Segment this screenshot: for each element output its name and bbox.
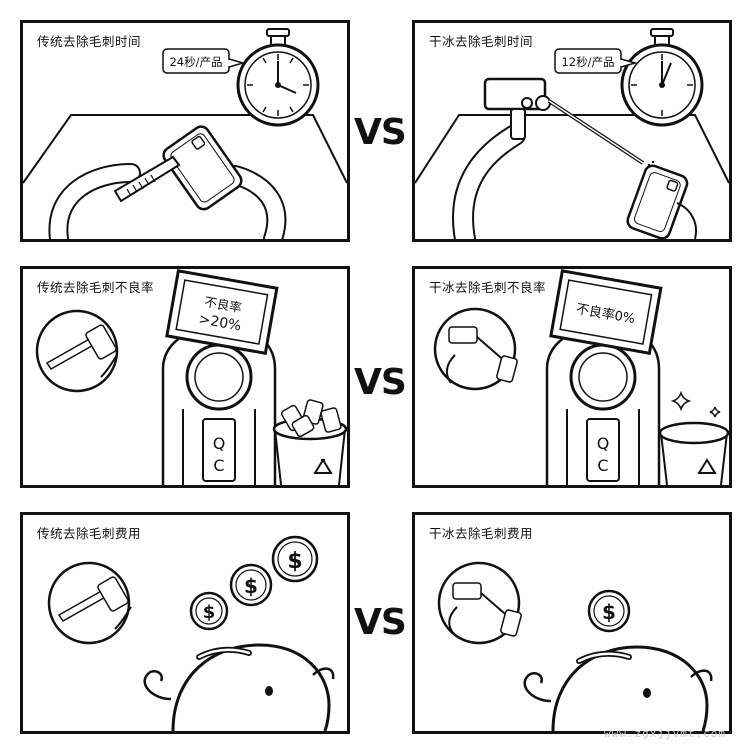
dollar-coin-icon: $ xyxy=(189,591,229,631)
vs-label: VS xyxy=(354,602,407,643)
stopwatch-icon xyxy=(236,28,320,127)
dryice-time-illustration: 12秒/产品 xyxy=(415,28,729,239)
recycle-icon xyxy=(697,458,717,474)
phone-case-icon xyxy=(162,125,243,211)
phone-case-icon xyxy=(626,164,689,239)
piggy-bank-icon xyxy=(523,645,713,731)
dry-ice-gun-icon xyxy=(483,77,659,176)
time-bubble-text: 12秒/产品 xyxy=(561,55,614,69)
panel-title: 传统去除毛刺费用 xyxy=(37,526,142,541)
qc-badge: QC xyxy=(212,434,226,475)
vs-label: VS xyxy=(354,362,407,403)
recycle-icon xyxy=(313,458,333,474)
panel-title: 传统去除毛刺不良率 xyxy=(37,280,155,295)
dollar-coin-icon: $ xyxy=(587,589,631,633)
panel-title: 干冰去除毛刺时间 xyxy=(429,34,534,49)
panel-dryice-time: 12秒/产品 干冰去除毛刺时间 xyxy=(412,20,732,242)
sign-line-2: >20% xyxy=(197,311,242,334)
watermark: www.zgxjjvmt.com xyxy=(604,727,726,740)
panel-dryice-cost: $ 干冰去除毛刺费用 xyxy=(412,512,732,734)
traditional-defect-illustration: 不良率 >20% xyxy=(35,269,347,485)
stopwatch-icon xyxy=(620,28,704,127)
panel-traditional-defect: 不良率 >20% 传统去除毛刺不良率 QC xyxy=(20,266,350,488)
dryice-defect-illustration: 不良率0% xyxy=(433,269,729,485)
panel-title: 干冰去除毛刺不良率 xyxy=(429,280,547,295)
panel-dryice-defect: 不良率0% 干冰去除毛刺不良率 QC xyxy=(412,266,732,488)
hand-knife-icon xyxy=(113,155,181,203)
piggy-bank-icon xyxy=(143,643,335,731)
svg-text:$: $ xyxy=(203,602,216,623)
panel-title: 干冰去除毛刺费用 xyxy=(429,526,534,541)
qc-badge: QC xyxy=(596,434,610,475)
time-bubble-text: 24秒/产品 xyxy=(169,55,222,69)
dollar-coin-icon: $ xyxy=(271,535,319,583)
svg-text:$: $ xyxy=(287,549,302,574)
traditional-cost-illustration: $ $ $ xyxy=(47,535,335,731)
sign-line-1: 不良率 xyxy=(203,294,243,315)
vs-label: VS xyxy=(354,112,407,153)
traditional-time-illustration: 24秒/产品 xyxy=(23,28,347,239)
panel-traditional-time: 24秒/产品 传统去除毛刺时间 xyxy=(20,20,350,242)
panel-traditional-cost: $ $ $ 传统去除毛刺费用 xyxy=(20,512,350,734)
dryice-cost-illustration: $ xyxy=(437,561,713,731)
svg-text:$: $ xyxy=(602,600,616,624)
sparkle-icon xyxy=(670,390,721,418)
panel-title: 传统去除毛刺时间 xyxy=(37,34,142,49)
svg-text:$: $ xyxy=(244,574,258,598)
dollar-coin-icon: $ xyxy=(229,563,273,607)
